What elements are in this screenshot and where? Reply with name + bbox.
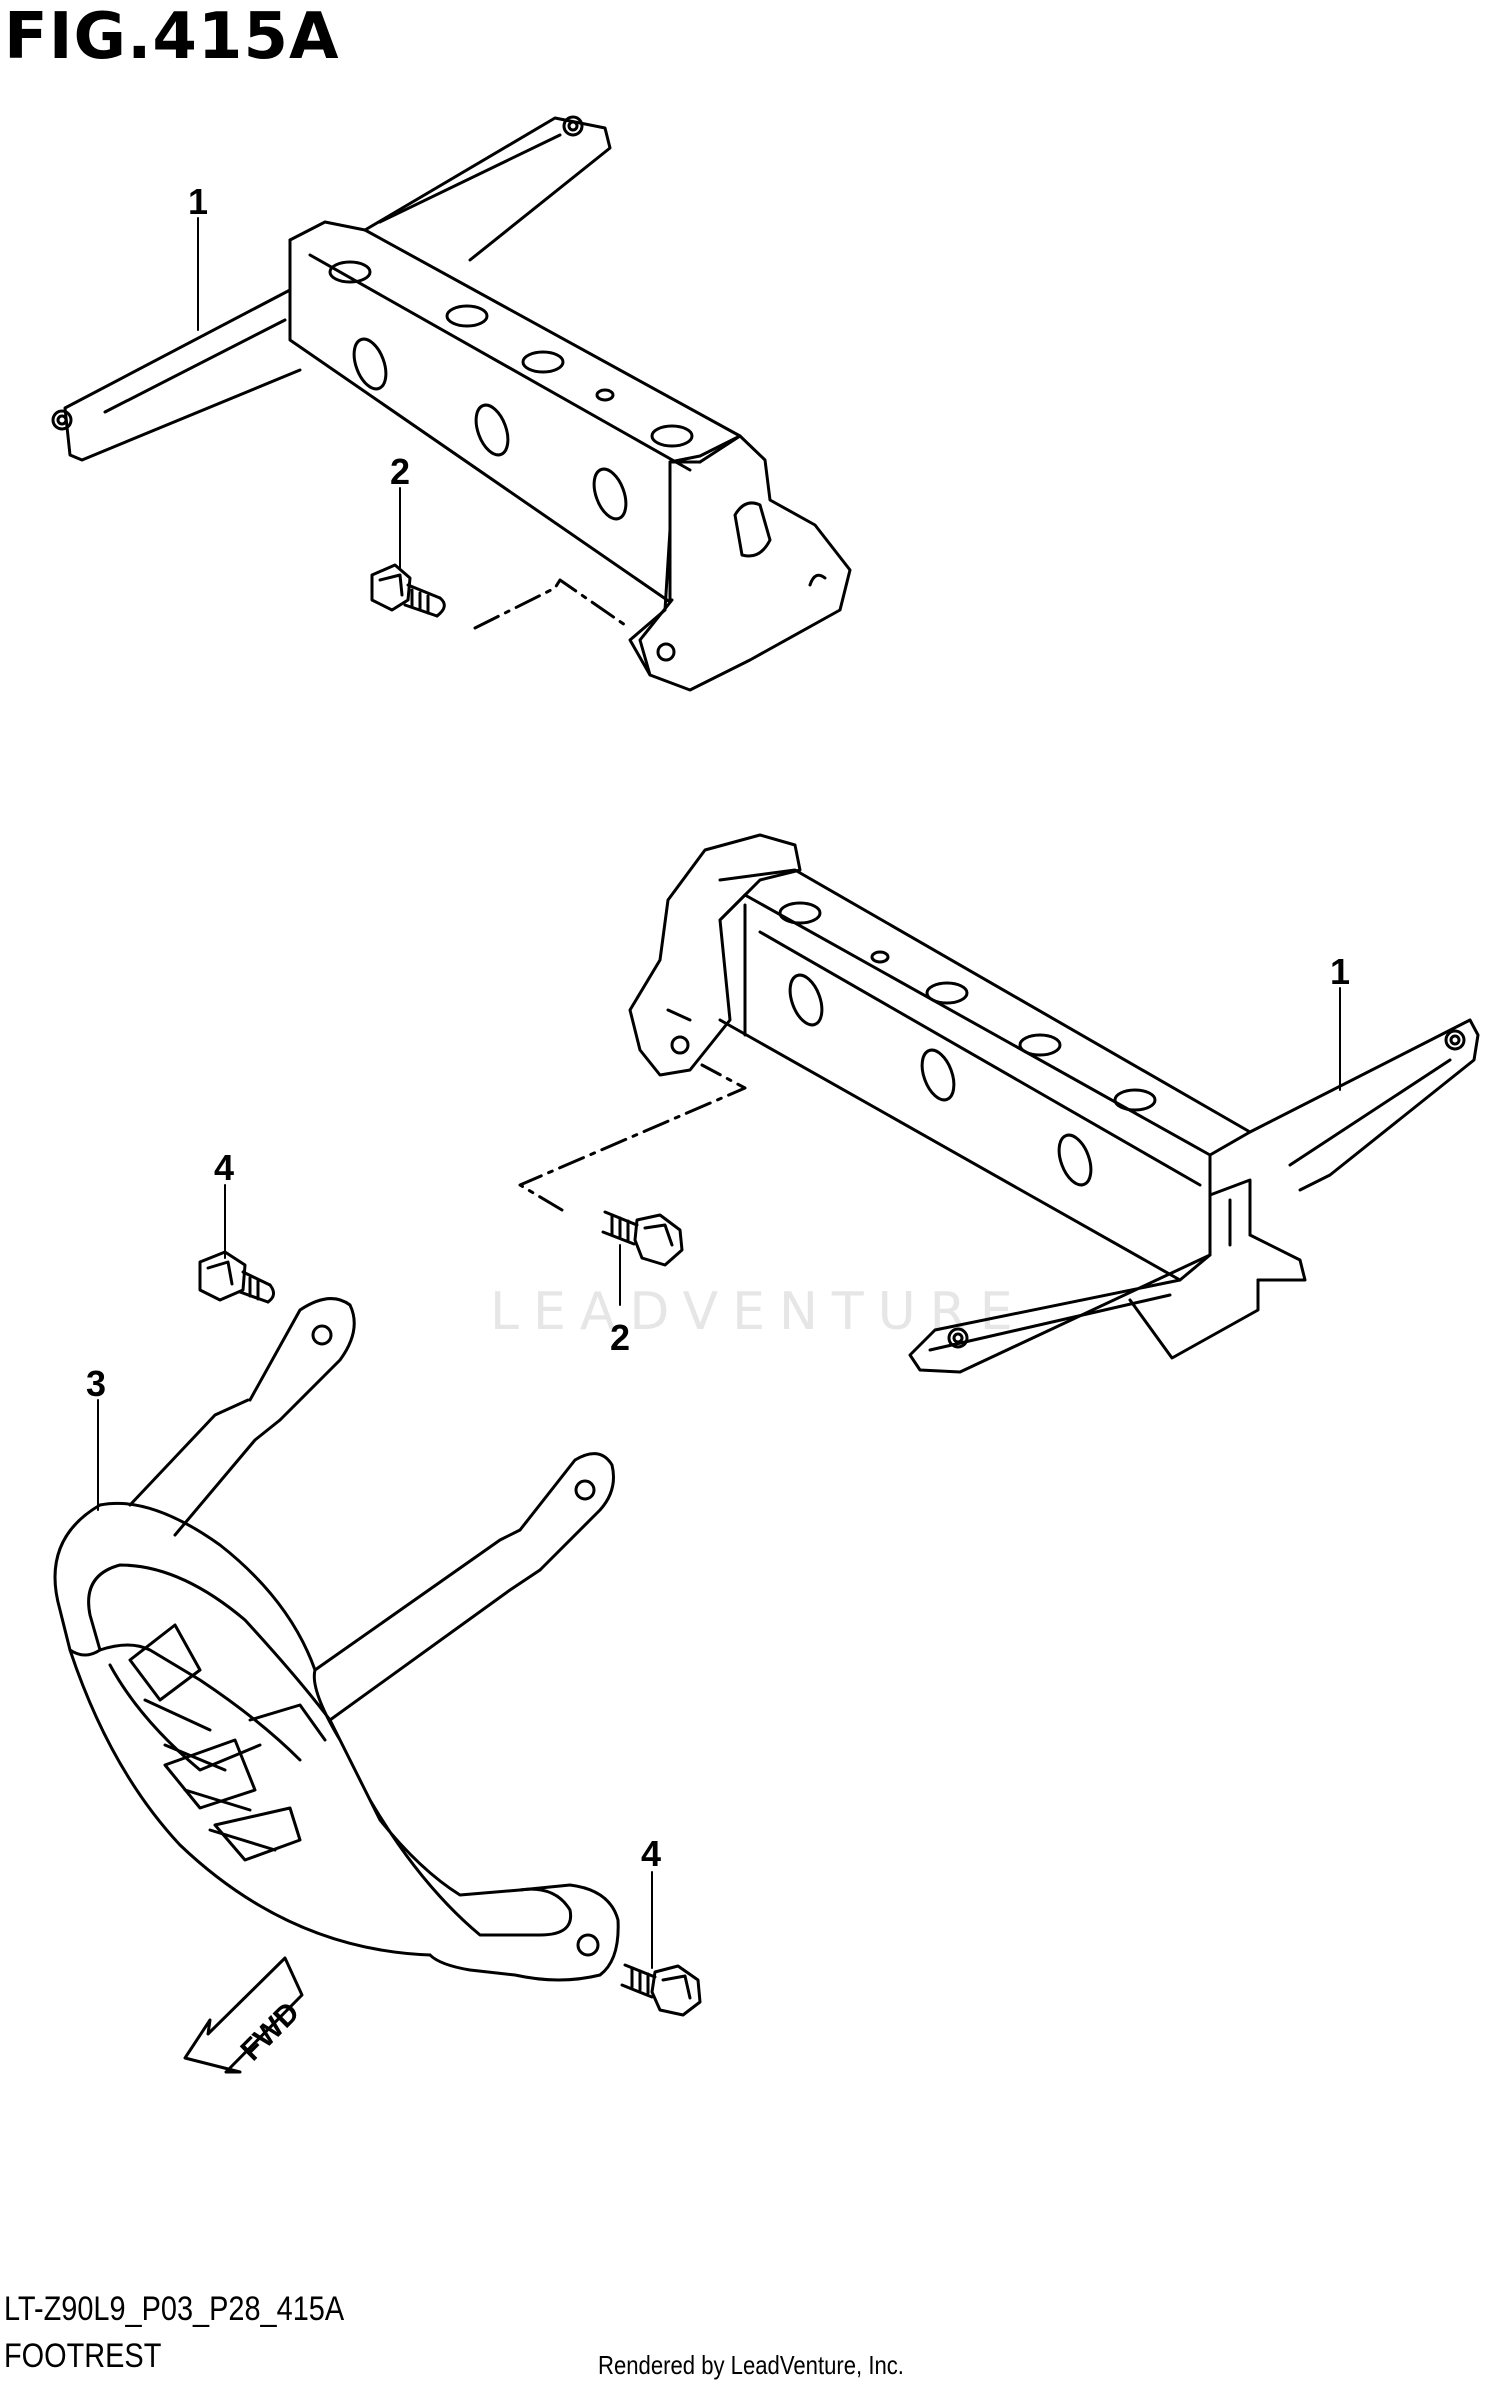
render-credit: Rendered by LeadVenture, Inc. <box>598 2350 904 2380</box>
leader-lower <box>518 1063 747 1212</box>
callout-4-top: 4 <box>214 1147 234 1188</box>
watermark-text: LEADVENTURE <box>490 1282 1027 1342</box>
model-code: LT-Z90L9_P03_P28_415A <box>4 2290 345 2328</box>
bolt-upper <box>370 563 446 618</box>
callout-2-upper: 2 <box>390 451 410 492</box>
bolt-guard-bottom <box>620 1963 702 2017</box>
callout-2-lower: 2 <box>610 1317 630 1358</box>
section-name: FOOTREST <box>4 2337 162 2375</box>
callout-1-lower: 1 <box>1330 951 1350 992</box>
footrest-bracket-upper <box>51 115 852 692</box>
callout-3: 3 <box>86 1363 106 1404</box>
leader-upper <box>473 578 627 630</box>
footrest-bracket-lower <box>628 833 1480 1374</box>
bolt-lower <box>601 1210 684 1267</box>
callout-1-upper: 1 <box>188 181 208 222</box>
guard <box>53 1297 620 1982</box>
fwd-arrow <box>183 1956 304 2074</box>
figure-title: FIG.415A <box>4 0 340 74</box>
bolt-guard-top <box>198 1250 275 1304</box>
callout-4-bottom: 4 <box>641 1833 661 1874</box>
fwd-arrow-label: FWD <box>234 1996 306 2068</box>
